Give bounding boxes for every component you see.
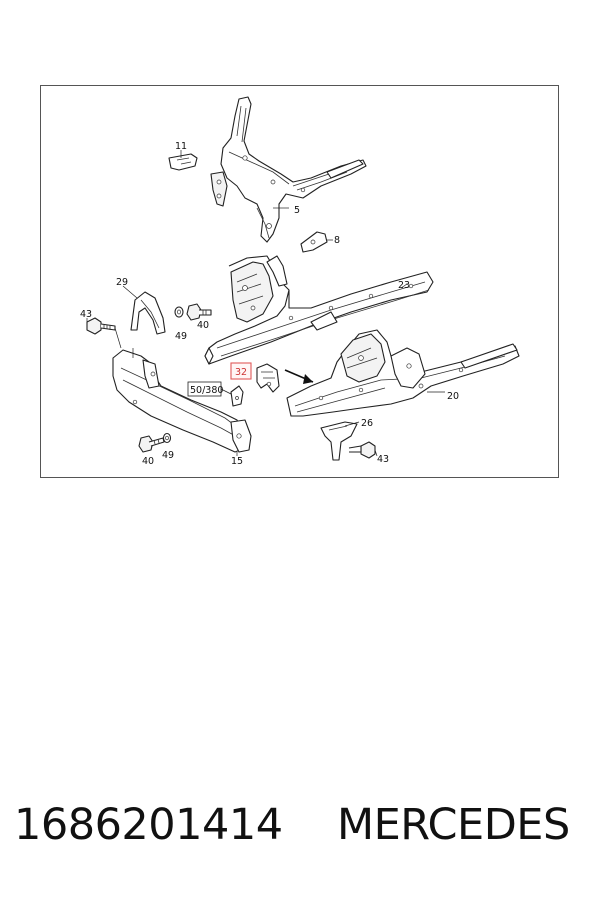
callout-23: 23 xyxy=(398,280,410,291)
part-20-longitudinal-member xyxy=(286,329,520,417)
callout-49-upper: 49 xyxy=(175,331,187,342)
callout-8: 8 xyxy=(334,235,340,246)
exploded-parts-diagram: 11 5 8 29 43 49 40 23 32 50/380 20 26 40… xyxy=(80,96,520,467)
part-5-upper-support xyxy=(210,96,367,243)
part-26-bracket xyxy=(320,421,358,461)
part-23-longitudinal-member xyxy=(204,255,434,365)
callout-50-380-box: 50/380 xyxy=(187,381,223,397)
parts-diagram-frame: 11 5 8 29 43 49 40 23 32 50/380 20 26 40… xyxy=(40,85,559,478)
callout-11: 11 xyxy=(175,141,187,152)
part-11-bracket xyxy=(168,153,198,171)
callout-32-highlight: 32 xyxy=(230,362,252,380)
washer-49-upper xyxy=(174,306,184,318)
bolt-40-lower xyxy=(138,435,165,453)
part-50-380 xyxy=(230,385,244,407)
bolt-40-upper xyxy=(186,303,212,321)
part-number: 1686201414 xyxy=(14,800,283,850)
brand-name: MERCEDES xyxy=(337,800,570,850)
part-29-bracket xyxy=(130,291,166,335)
callout-40-lower: 40 xyxy=(142,456,154,467)
part-32-bracket xyxy=(256,363,280,393)
callout-43-left: 43 xyxy=(80,309,92,320)
part-info-footer: 1686201414 MERCEDES xyxy=(0,800,600,870)
callout-40-upper: 40 xyxy=(197,320,209,331)
callout-32: 32 xyxy=(235,367,247,378)
bolt-43-left xyxy=(86,317,116,335)
callout-49-lower: 49 xyxy=(162,450,174,461)
part-8-bracket xyxy=(300,231,328,253)
callout-15: 15 xyxy=(231,456,243,467)
washer-49-lower xyxy=(162,432,172,444)
bolt-43-right xyxy=(348,441,376,459)
part-15-crossmember xyxy=(112,349,252,453)
callout-29: 29 xyxy=(116,277,128,288)
callout-50-380: 50/380 xyxy=(190,385,223,396)
direction-arrow xyxy=(284,369,314,384)
callout-26: 26 xyxy=(361,418,373,429)
callout-20: 20 xyxy=(447,391,459,402)
callout-5: 5 xyxy=(294,205,300,216)
callout-43-right: 43 xyxy=(377,454,389,465)
